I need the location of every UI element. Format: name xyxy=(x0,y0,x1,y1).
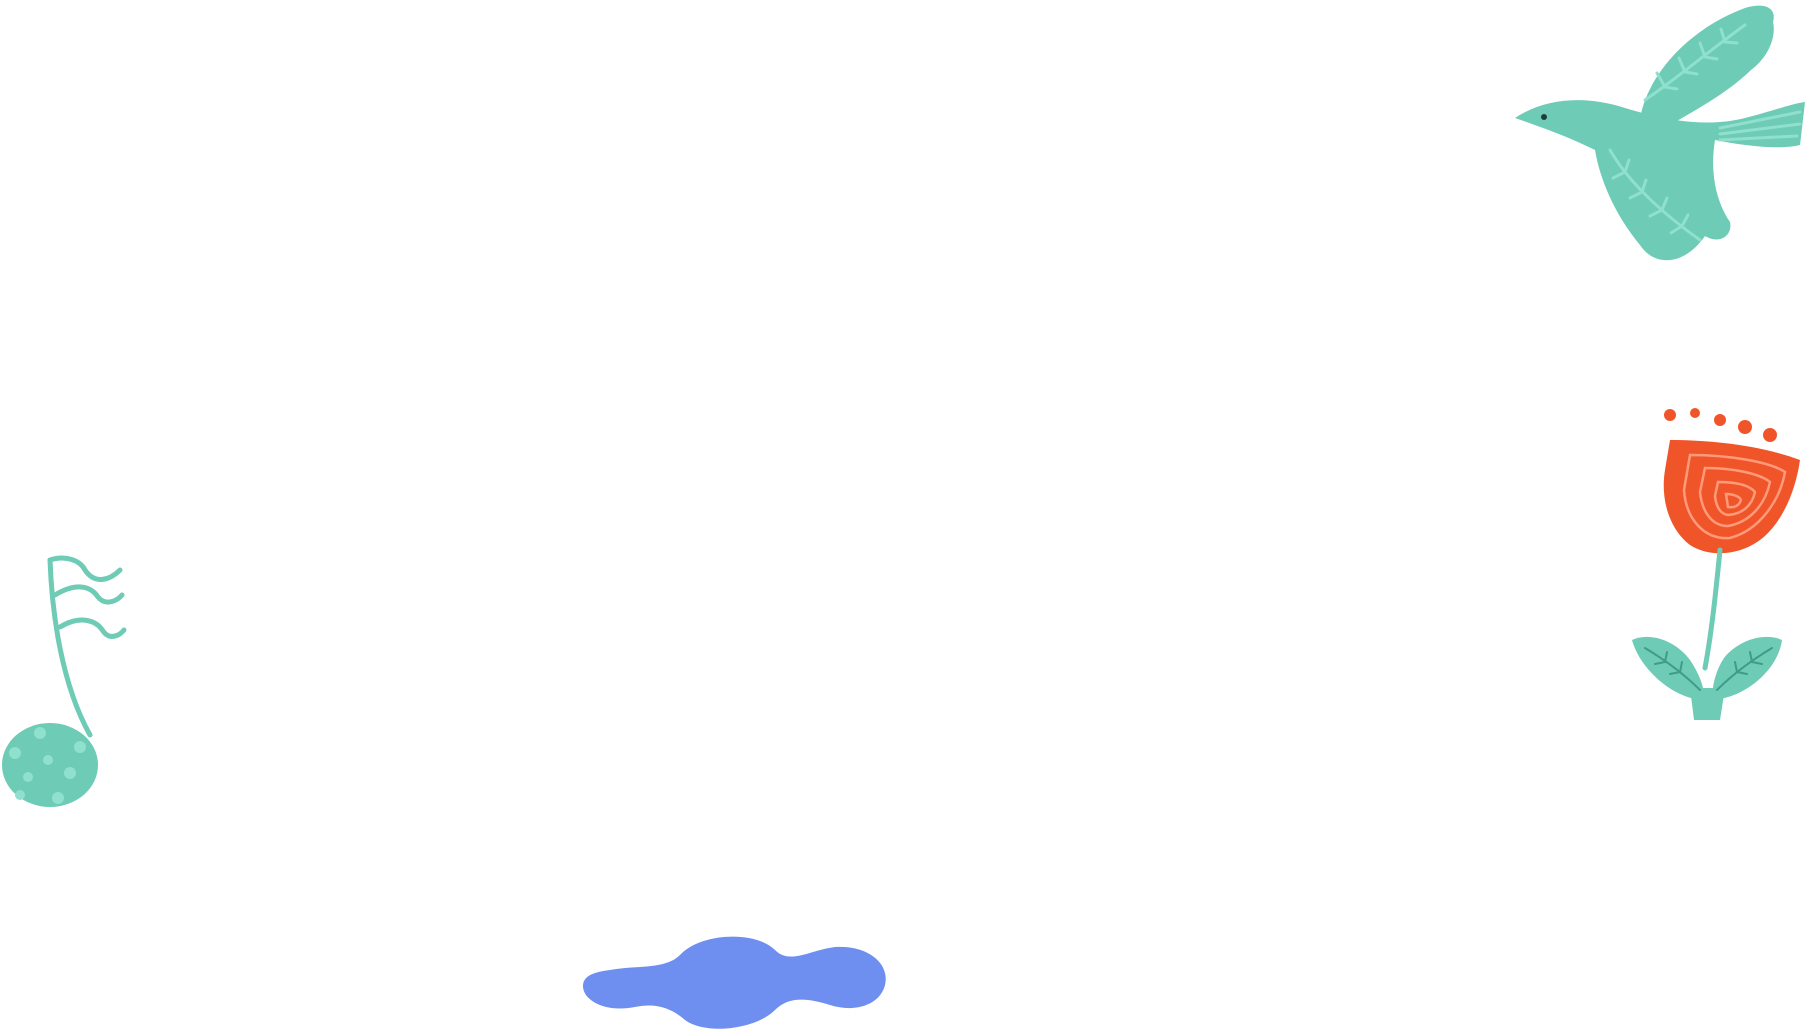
cloud-icon xyxy=(582,936,886,1029)
bird-icon xyxy=(1515,5,1805,261)
tulip-flower-icon xyxy=(1632,408,1800,720)
music-note-icon xyxy=(2,555,127,807)
